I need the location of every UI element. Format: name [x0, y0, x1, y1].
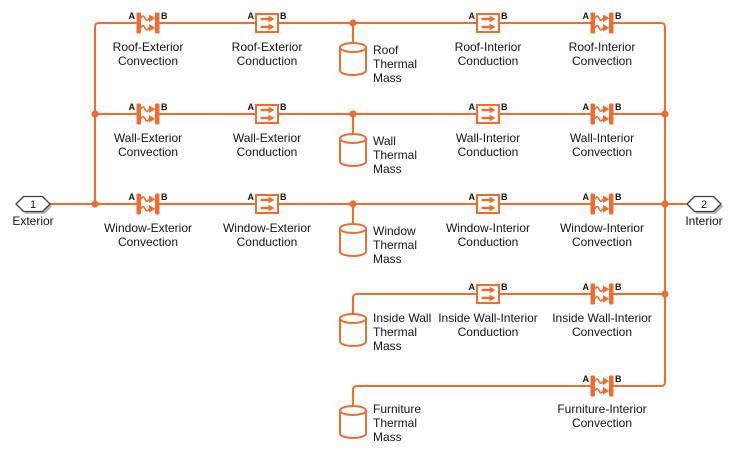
junction-dot: [91, 110, 99, 118]
pin-b-label: B: [615, 102, 622, 112]
block-furniture-interior-convection[interactable]: A B: [583, 374, 623, 398]
block-inside-wall-interior-convection[interactable]: A B: [583, 282, 623, 306]
block-furniture-thermal-mass[interactable]: [339, 405, 367, 439]
label-window-interior-conduction[interactable]: Window-Interior Conduction: [445, 221, 531, 249]
block-wall-interior-convection[interactable]: A B: [583, 102, 623, 126]
block-wall-thermal-mass[interactable]: [339, 133, 367, 167]
block-inside-wall-thermal-mass[interactable]: [339, 313, 367, 347]
label-window-exterior-conduction[interactable]: Window-Exterior Conduction: [222, 221, 312, 249]
port-number: 1: [30, 199, 36, 211]
pin-a-label: A: [583, 11, 590, 21]
block-inside-wall-interior-conduction[interactable]: A B: [469, 282, 509, 305]
port-hexagon[interactable]: [15, 195, 51, 213]
pin-a-label: A: [248, 11, 255, 21]
label-inside-wall-interior-convection[interactable]: Inside Wall-Interior Convection: [552, 311, 652, 339]
label-wall-thermal-mass[interactable]: Wall Thermal Mass: [373, 134, 418, 176]
block-roof-exterior-conduction[interactable]: A B: [248, 11, 288, 34]
label-port-exterior[interactable]: Exterior: [12, 214, 54, 228]
pin-b-label: B: [615, 11, 622, 21]
label-inside-wall-thermal-mass[interactable]: Inside Wall Thermal Mass: [373, 311, 432, 353]
pin-a-label: A: [583, 102, 590, 112]
pin-b-label: B: [280, 102, 287, 112]
pin-a-label: A: [583, 374, 590, 384]
pin-b-label: B: [280, 11, 287, 21]
junction-dot: [349, 110, 357, 118]
pin-a-label: A: [469, 282, 476, 292]
label-wall-exterior-convection[interactable]: Wall-Exterior Convection: [113, 131, 183, 159]
pin-b-label: B: [161, 102, 168, 112]
label-roof-thermal-mass[interactable]: Roof Thermal Mass: [373, 43, 418, 85]
pin-b-label: B: [161, 11, 168, 21]
block-wall-exterior-conduction[interactable]: A B: [248, 102, 288, 125]
pin-b-label: B: [615, 282, 622, 292]
label-roof-interior-conduction[interactable]: Roof-Interior Conduction: [454, 40, 522, 68]
label-window-interior-convection[interactable]: Window-Interior Convection: [559, 221, 645, 249]
pin-b-label: B: [161, 192, 168, 202]
pin-a-label: A: [129, 11, 136, 21]
junction-dot: [349, 19, 357, 27]
block-window-interior-convection[interactable]: A B: [583, 192, 623, 216]
label-furniture-interior-convection[interactable]: Furniture-Interior Convection: [557, 402, 647, 430]
port-hexagon[interactable]: [686, 195, 722, 213]
label-window-thermal-mass[interactable]: Window Thermal Mass: [373, 224, 418, 266]
pin-a-label: A: [469, 11, 476, 21]
label-wall-interior-convection[interactable]: Wall-Interior Convection: [569, 131, 635, 159]
pin-b-label: B: [501, 11, 508, 21]
junction-dot: [661, 290, 669, 298]
pin-b-label: B: [615, 192, 622, 202]
label-port-interior[interactable]: Interior: [685, 214, 723, 228]
pin-a-label: A: [248, 192, 255, 202]
label-roof-exterior-convection[interactable]: Roof-Exterior Convection: [112, 40, 184, 68]
block-window-interior-conduction[interactable]: A B: [469, 192, 509, 215]
port-interior[interactable]: 2: [686, 195, 724, 214]
block-roof-exterior-convection[interactable]: A B: [129, 11, 169, 35]
block-wall-interior-conduction[interactable]: A B: [469, 102, 509, 125]
port-number: 2: [701, 199, 707, 211]
label-wall-exterior-conduction[interactable]: Wall-Exterior Conduction: [232, 131, 302, 159]
junction-dot: [91, 200, 99, 208]
pin-a-label: A: [469, 102, 476, 112]
block-window-exterior-convection[interactable]: A B: [129, 192, 169, 216]
port-exterior[interactable]: 1: [15, 195, 53, 214]
label-roof-interior-convection[interactable]: Roof-Interior Convection: [568, 40, 636, 68]
pin-b-label: B: [501, 192, 508, 202]
pin-a-label: A: [129, 102, 136, 112]
pin-b-label: B: [501, 102, 508, 112]
pin-b-label: B: [615, 374, 622, 384]
block-window-exterior-conduction[interactable]: A B: [248, 192, 288, 215]
pin-a-label: A: [248, 102, 255, 112]
label-wall-interior-conduction[interactable]: Wall-Interior Conduction: [455, 131, 521, 159]
junction-dot: [349, 200, 357, 208]
block-roof-thermal-mass[interactable]: [339, 42, 367, 76]
label-furniture-thermal-mass[interactable]: Furniture Thermal Mass: [373, 402, 422, 444]
pin-a-label: A: [469, 192, 476, 202]
label-inside-wall-interior-conduction[interactable]: Inside Wall-Interior Conduction: [438, 311, 538, 339]
block-roof-interior-convection[interactable]: A B: [583, 11, 623, 35]
pin-b-label: B: [501, 282, 508, 292]
label-window-exterior-convection[interactable]: Window-Exterior Convection: [103, 221, 193, 249]
block-window-thermal-mass[interactable]: [339, 223, 367, 257]
pin-a-label: A: [129, 192, 136, 202]
pin-a-label: A: [583, 282, 590, 292]
pin-b-label: B: [280, 192, 287, 202]
junction-dot: [661, 110, 669, 118]
label-roof-exterior-conduction[interactable]: Roof-Exterior Conduction: [231, 40, 303, 68]
block-wall-exterior-convection[interactable]: A B: [129, 102, 169, 126]
wire-inside-wall-row[interactable]: [352, 293, 666, 319]
junction-dot: [661, 200, 669, 208]
block-roof-interior-conduction[interactable]: A B: [469, 11, 509, 34]
pin-a-label: A: [583, 192, 590, 202]
